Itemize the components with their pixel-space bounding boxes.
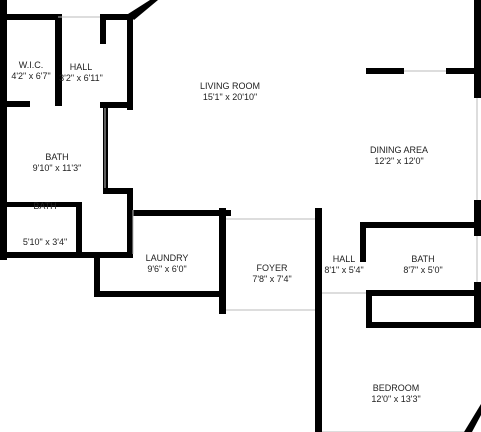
room-dims-foyer: 7'8" x 7'4" [252, 274, 291, 284]
room-name-laundry: LAUNDRY [146, 253, 189, 263]
wall [127, 14, 133, 110]
wall [0, 0, 7, 260]
openings [58, 16, 478, 432]
room-dims-bath-small: 5'10" x 3'4" [23, 237, 67, 247]
room-name-hall-mid: HALL [333, 254, 356, 264]
room-dims-wic: 4'2" x 6'7" [11, 71, 50, 81]
wall [94, 291, 222, 297]
room-name-living: LIVING ROOM [200, 81, 260, 91]
wall [446, 68, 481, 74]
wall [360, 222, 481, 228]
wall [100, 102, 133, 108]
room-dims-bath-right: 8'7" x 5'0" [403, 265, 442, 275]
room-name-hall-top: HALL [70, 62, 93, 72]
room-labels: W.I.C. 4'2" x 6'7" HALL 3'2" x 6'11" LIV… [11, 60, 442, 404]
wall [0, 252, 133, 258]
room-name-foyer: FOYER [256, 263, 288, 273]
wall [366, 322, 481, 328]
wall [76, 202, 82, 254]
wall [366, 290, 372, 328]
wall [360, 222, 366, 262]
room-dims-dining: 12'2" x 12'0" [374, 156, 423, 166]
wall [366, 290, 481, 296]
wall [474, 200, 481, 236]
wall [366, 68, 404, 74]
wall [55, 14, 62, 106]
wall [0, 14, 58, 20]
wall [127, 188, 133, 254]
wall [100, 14, 132, 20]
room-dims-bath-main: 9'10" x 11'3" [33, 163, 82, 173]
room-name-bath-main: BATH [45, 152, 68, 162]
wall [100, 14, 106, 44]
room-dims-hall-top: 3'2" x 6'11" [59, 73, 103, 83]
room-dims-laundry: 9'6" x 6'0" [147, 264, 186, 274]
room-name-bath-small: BATH [33, 201, 56, 211]
room-dims-living: 15'1" x 20'10" [203, 92, 257, 102]
wall [131, 210, 231, 216]
wall [315, 208, 322, 432]
room-dims-bedroom: 12'0" x 13'3" [371, 394, 420, 404]
wall [464, 404, 481, 432]
wall [103, 188, 133, 194]
wall [0, 101, 30, 107]
wall [94, 252, 100, 297]
wall [474, 282, 481, 328]
room-name-wic: W.I.C. [19, 60, 44, 70]
wall [0, 202, 80, 207]
room-dims-hall-mid: 8'1" x 5'4" [324, 265, 363, 275]
wall [474, 0, 481, 98]
wall [219, 208, 226, 314]
wall [128, 0, 158, 20]
room-name-bedroom: BEDROOM [373, 383, 420, 393]
room-name-dining: DINING AREA [370, 145, 428, 155]
room-name-bath-right: BATH [411, 254, 434, 264]
